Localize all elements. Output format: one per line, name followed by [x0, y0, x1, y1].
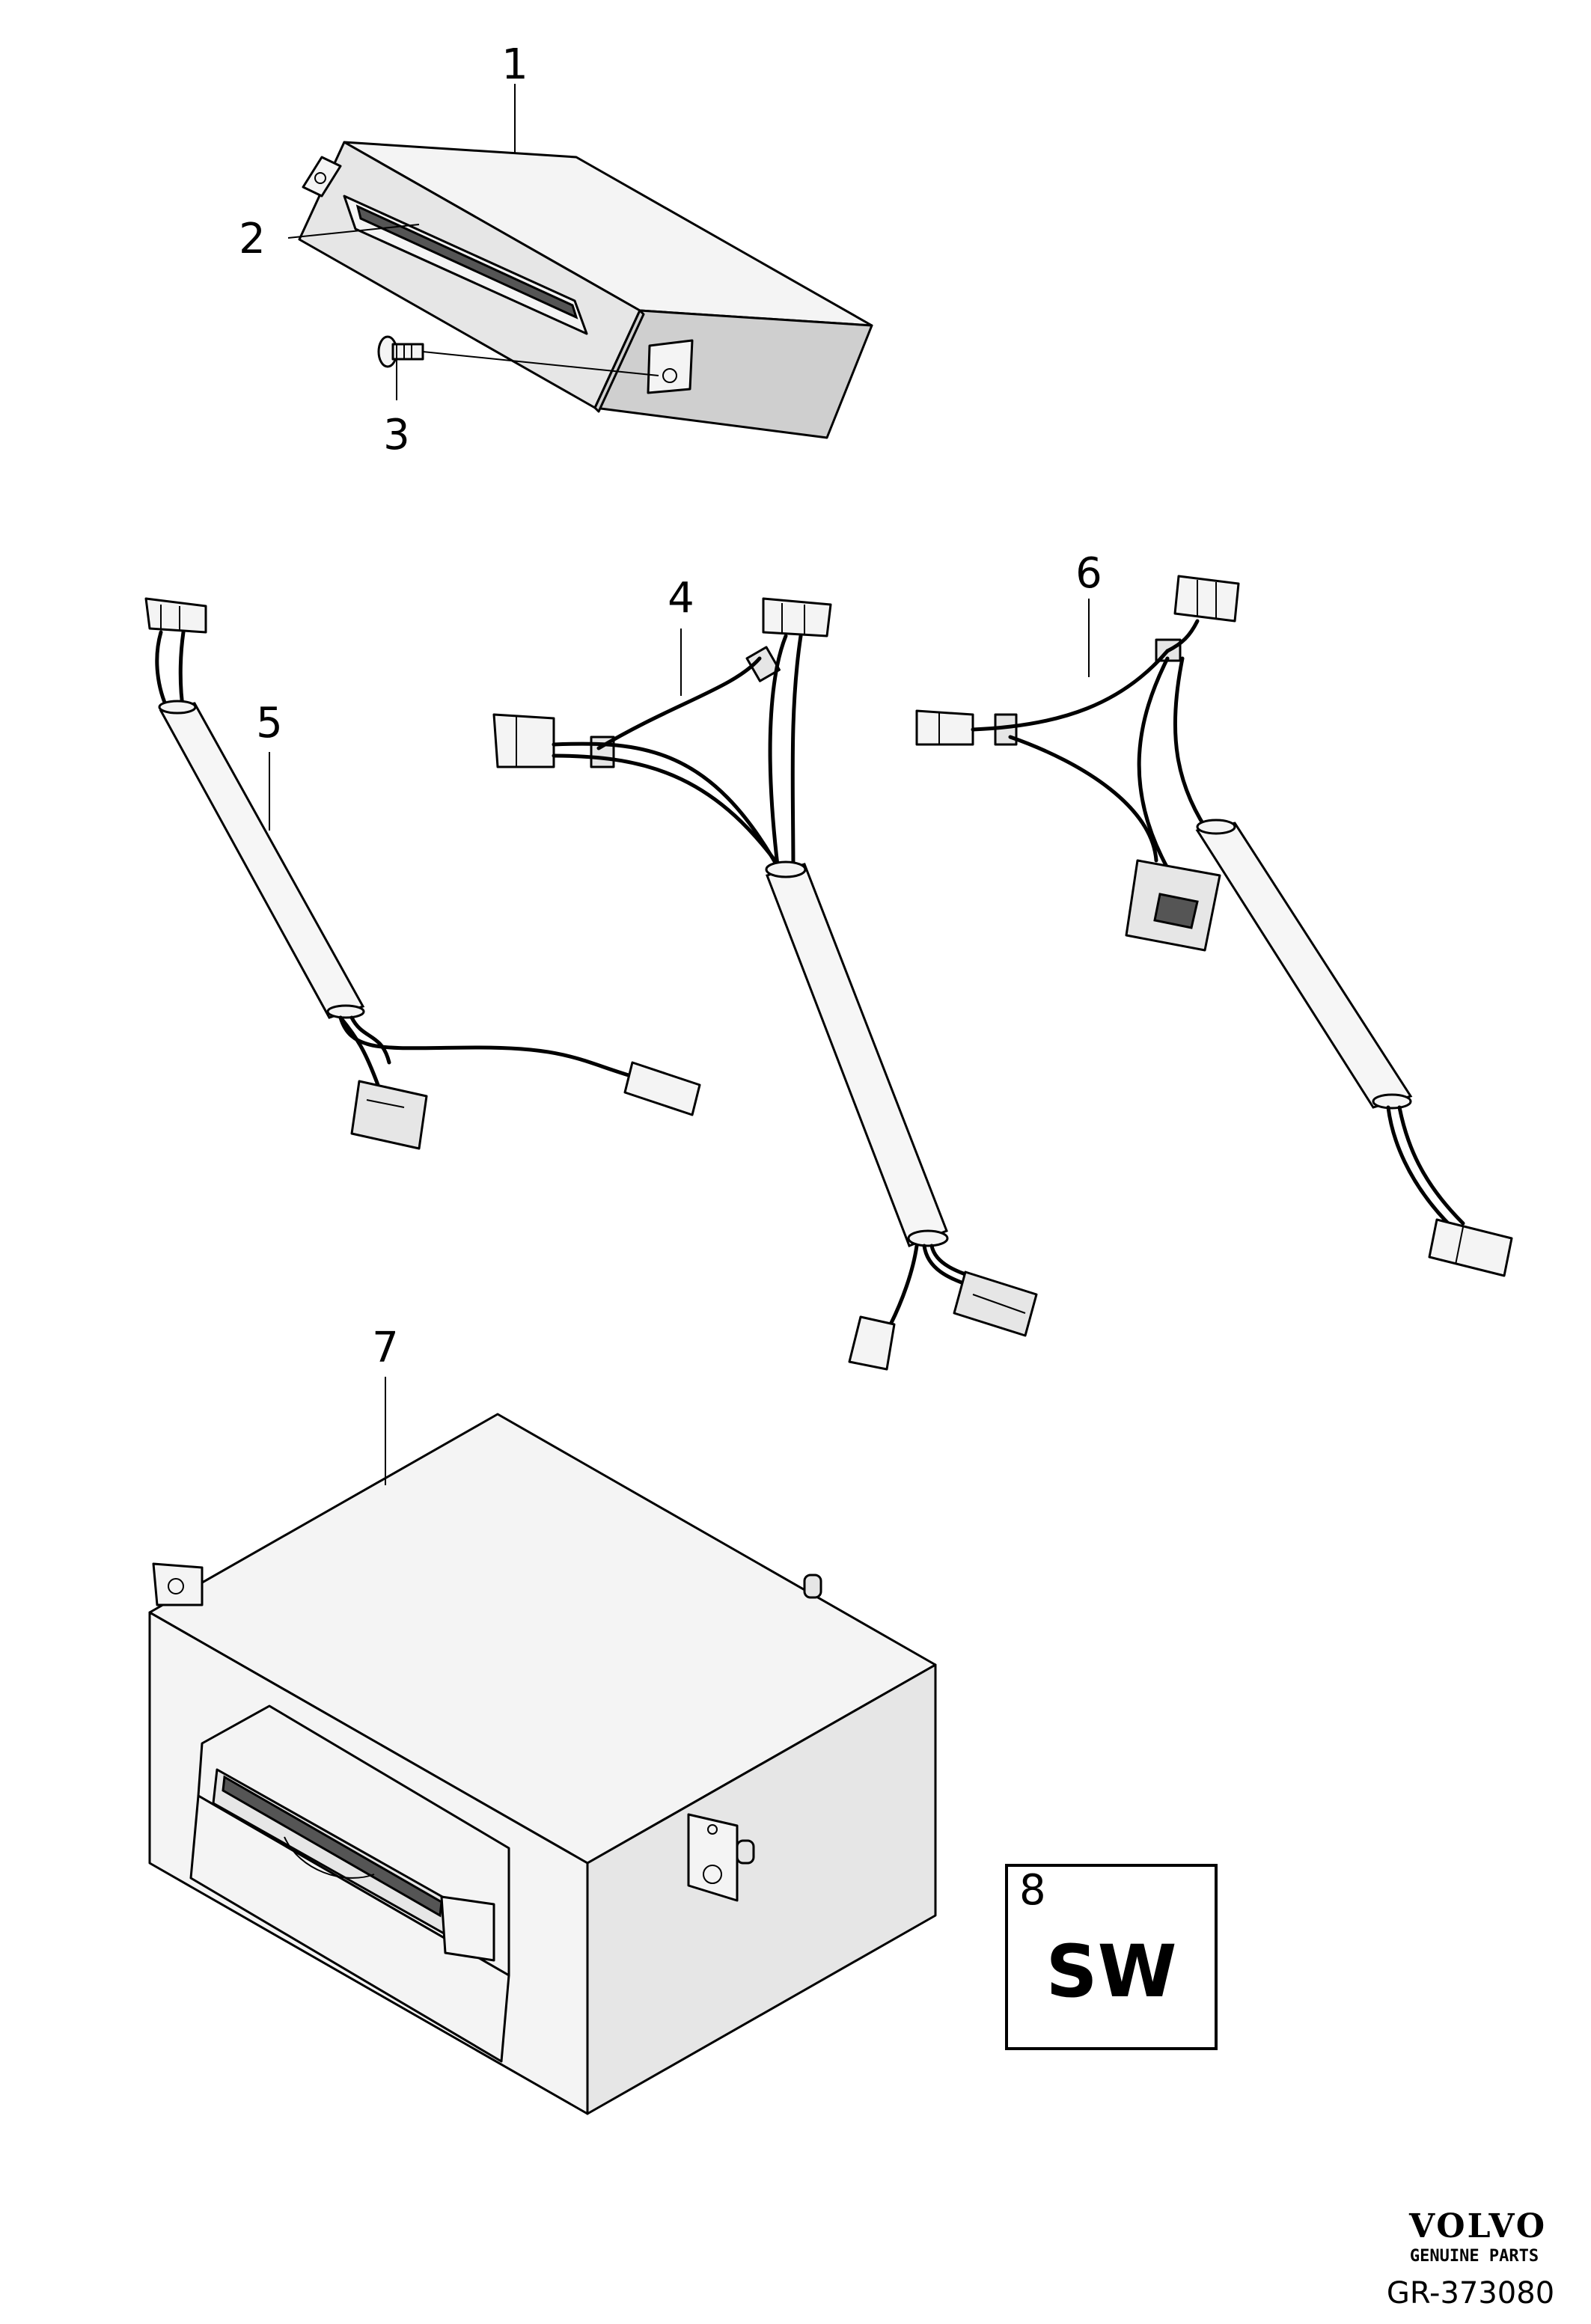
part-3-screw — [377, 335, 424, 368]
part-4-wiring-harness — [492, 597, 1038, 1371]
leader-line-3b — [422, 351, 659, 376]
callout-2: 2 — [239, 215, 266, 263]
callout-3: 3 — [383, 411, 410, 459]
part-1-navigation-unit — [298, 141, 873, 439]
diagram-id: GR-373080 — [1387, 2276, 1554, 2311]
brand-tagline: GENUINE PARTS — [1410, 2247, 1539, 2266]
callout-1: 1 — [501, 40, 528, 89]
software-box: 8 SW — [1005, 1864, 1218, 2050]
callout-5: 5 — [256, 699, 283, 747]
brand-logo: VOLVO — [1408, 2207, 1547, 2245]
callout-4: 4 — [668, 574, 694, 623]
callout-8: 8 — [1019, 1866, 1046, 1915]
part-5-wiring-harness — [144, 597, 701, 1150]
callout-6: 6 — [1075, 549, 1102, 598]
callout-7: 7 — [372, 1324, 399, 1372]
leader-line-2 — [287, 224, 420, 239]
part-6-wiring-harness — [915, 575, 1513, 1277]
software-box-frame — [1005, 1864, 1218, 2050]
leader-lines — [269, 84, 1090, 1485]
part-7-media-unit — [148, 1413, 937, 2115]
software-label: SW — [1045, 1930, 1176, 2013]
